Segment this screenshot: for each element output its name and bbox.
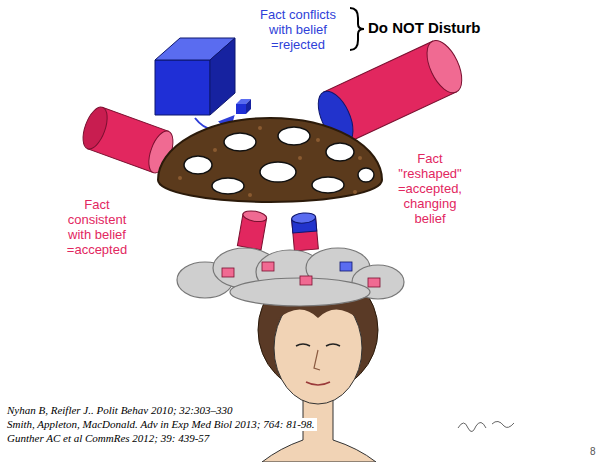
slide-number: 8 bbox=[590, 446, 596, 458]
blue-cube bbox=[155, 38, 235, 115]
accepted-piece bbox=[237, 209, 267, 250]
reshaped-caption: Fact "reshaped" =accepted, changing beli… bbox=[390, 152, 470, 227]
rejected-caption: Fact conflicts with belief =rejected bbox=[248, 8, 348, 53]
warning-note: Do NOT Disturb bbox=[368, 19, 481, 36]
signature bbox=[458, 421, 514, 431]
reference: Smith, Appleton, MacDonald. Adv in Exp M… bbox=[5, 418, 317, 431]
reshaped-piece bbox=[291, 212, 318, 251]
reference: Nyhan B, Reifler J.. Polit Behav 2010; 3… bbox=[5, 404, 234, 417]
accepted-caption: Fact consistent with belief =accepted bbox=[58, 198, 136, 258]
thought-cloud bbox=[177, 248, 404, 306]
belief-sieve bbox=[158, 118, 382, 202]
memory-bits bbox=[222, 262, 380, 287]
brace bbox=[350, 8, 364, 50]
small-cube bbox=[236, 99, 251, 114]
reference: Gunther AC et al CommRes 2012; 39: 439-5… bbox=[5, 432, 211, 445]
